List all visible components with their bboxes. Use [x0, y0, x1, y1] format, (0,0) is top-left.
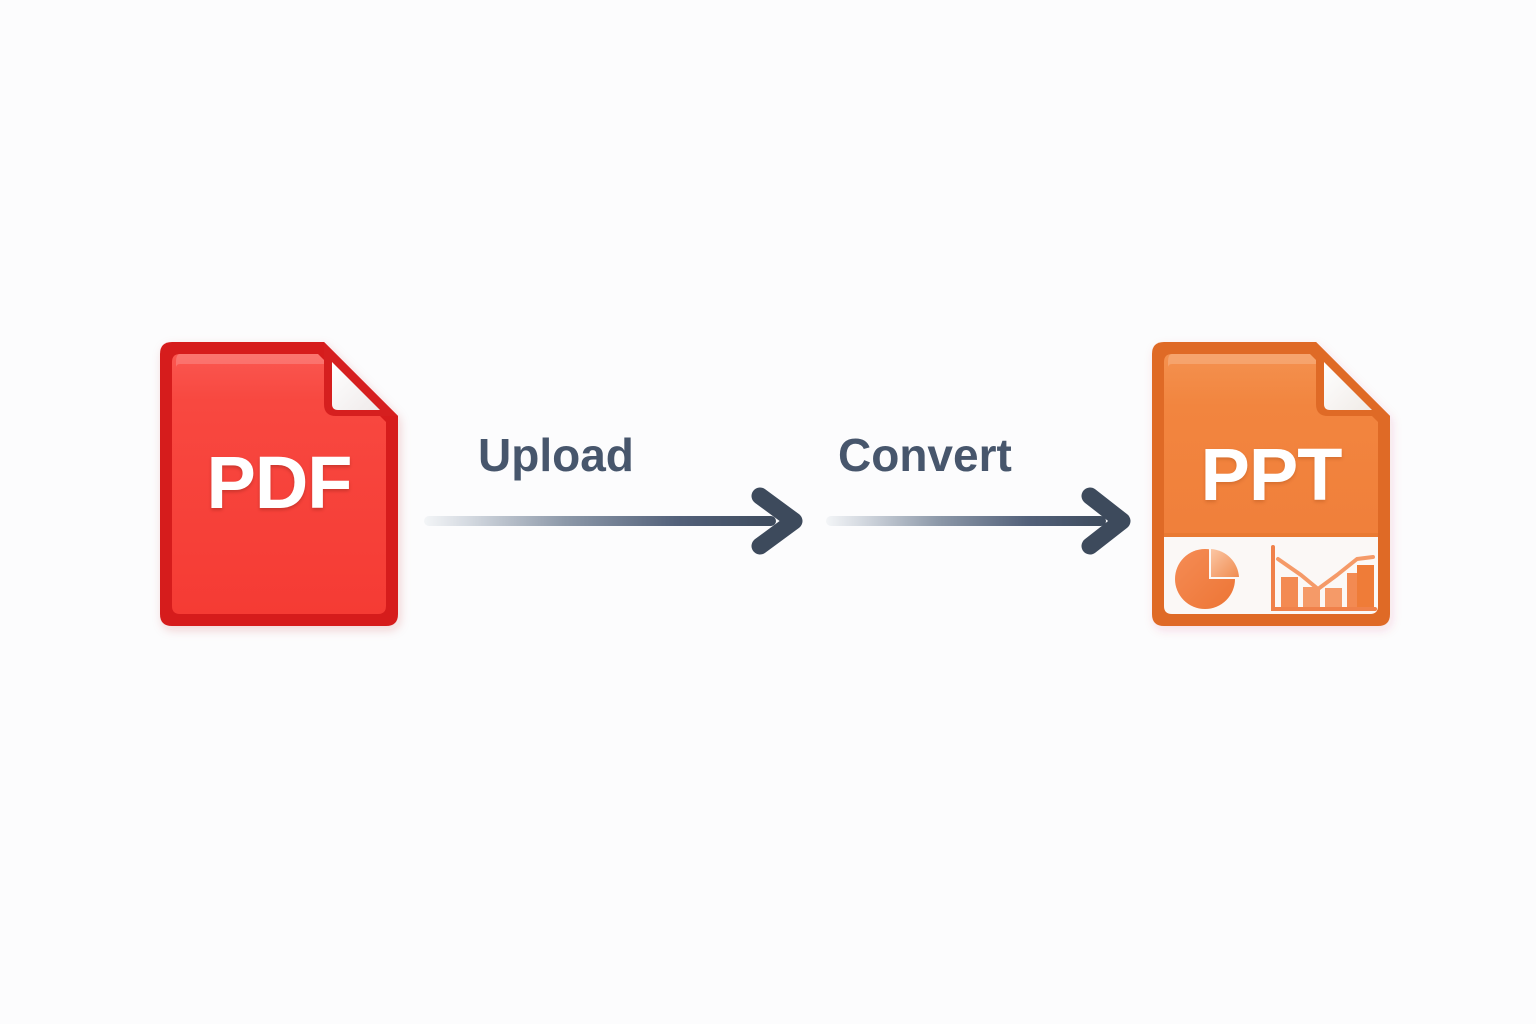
step-label-upload: Upload	[478, 429, 634, 481]
pdf-file-icon[interactable]: PDF	[156, 338, 402, 630]
pie-chart-icon	[1175, 545, 1243, 609]
ppt-thumbnail-shape	[1175, 545, 1377, 611]
arrow-upload-shape	[424, 487, 803, 555]
ppt-thumbnail-charts	[1161, 537, 1381, 617]
arrow-convert-shape	[826, 487, 1131, 555]
bar-line-chart-icon	[1271, 545, 1377, 611]
arrow-upload	[424, 487, 808, 555]
step-label-convert: Convert	[838, 429, 1012, 481]
pdf-file-shape	[160, 342, 398, 626]
arrow-convert	[826, 487, 1136, 555]
